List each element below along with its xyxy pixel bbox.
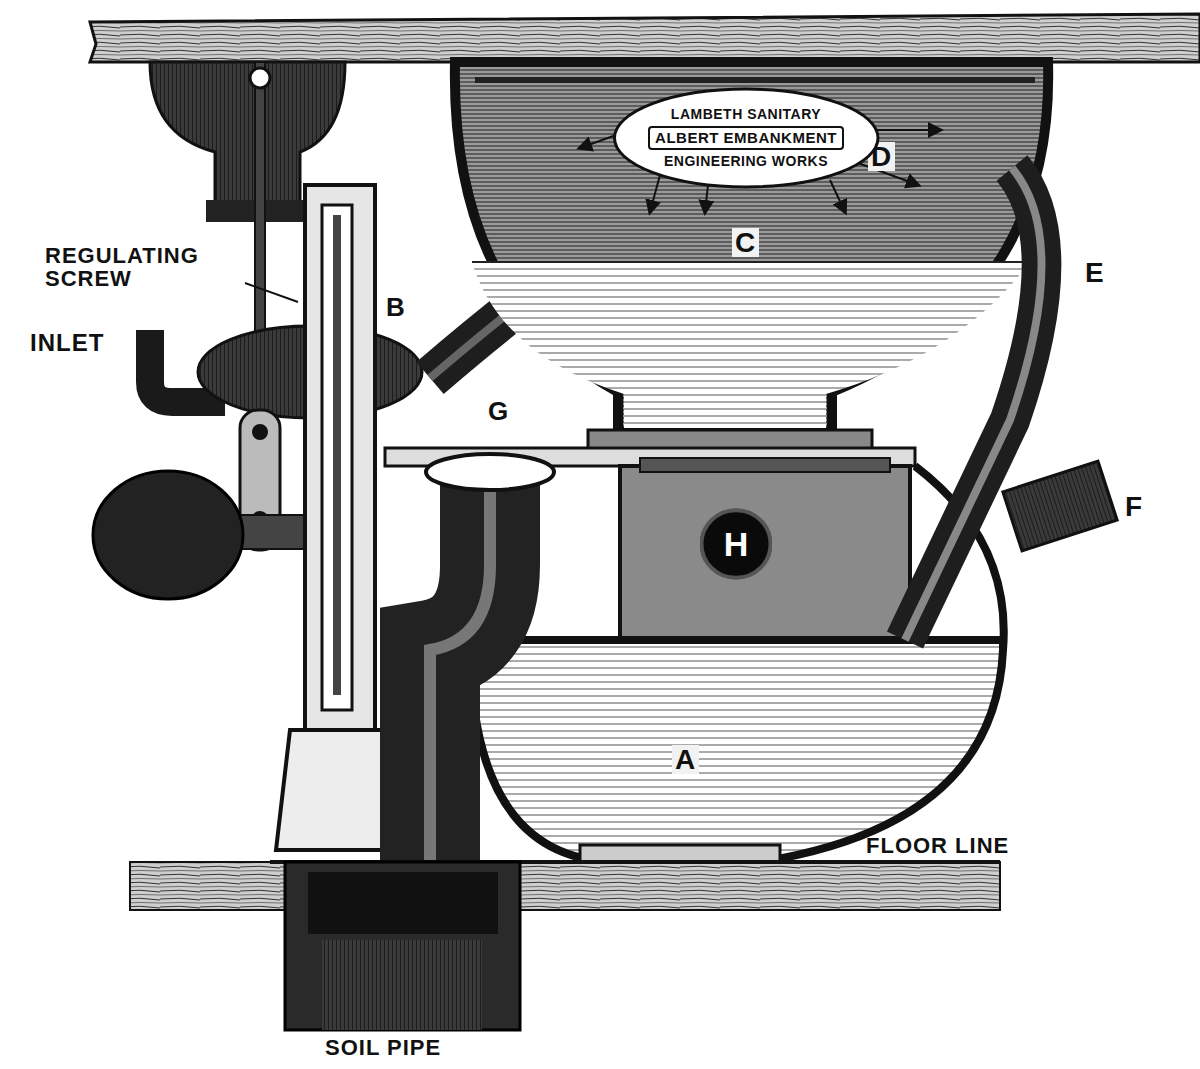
arrow [650,175,660,212]
soil-pipe-bore [322,940,482,1030]
floor-boards [130,862,1000,910]
outlet-bend-highlight [430,480,490,860]
letter-disc: H [700,508,772,580]
part-label: FLOOR LINE [866,834,1009,857]
badge-text: ENGINEERING WORKS [664,152,828,171]
slot-rod [333,215,341,695]
callout-letter: G [488,398,509,425]
bowl-foot [580,845,780,862]
part-label: INLET [30,330,104,355]
seat-plank [90,14,1200,62]
outline-shape [701,510,770,578]
pivot [252,424,268,440]
callout-letter: A [672,745,699,774]
column [305,185,375,730]
callout-letter: B [386,294,406,321]
basin-water [472,262,1030,428]
callout-letter: E [1085,258,1105,287]
arrow [830,180,845,212]
rod-eye [250,68,270,88]
flush-pipe-e-highlight [905,168,1042,640]
arrow [705,185,708,212]
bowl [455,62,1048,450]
flushing-rim [475,77,1035,83]
vent-opening [426,454,554,490]
water-line [472,261,1030,263]
column-slot [322,205,352,710]
plank [90,14,1200,62]
soil-pipe [285,862,520,1030]
badge-text: ALBERT EMBANKMENT [648,126,844,150]
badge-text: LAMBETH SANITARY [671,105,821,124]
receiver [620,466,910,638]
floor-and-soil-pipe [130,862,1000,1030]
outline-shape [614,89,878,187]
trap [385,168,1117,862]
valve-flap [640,458,890,472]
part-label: REGULATING SCREW [45,244,240,290]
callout-letter: F [1125,492,1143,521]
leader-line [245,283,298,302]
maker-badge: LAMBETH SANITARY ALBERT EMBANKMENT ENGINEE… [609,86,883,190]
basin [455,62,1048,432]
soil-pipe-socket [308,872,498,934]
counter-weight [93,471,243,599]
callout-letter: H [724,527,749,561]
part-label: SOIL PIPE [325,1036,441,1059]
vent-spout [1003,461,1117,551]
outlet-bend [430,480,490,860]
flush-pipe-e [905,168,1042,640]
callout-letter: C [732,228,759,257]
trap-water [470,640,1003,862]
